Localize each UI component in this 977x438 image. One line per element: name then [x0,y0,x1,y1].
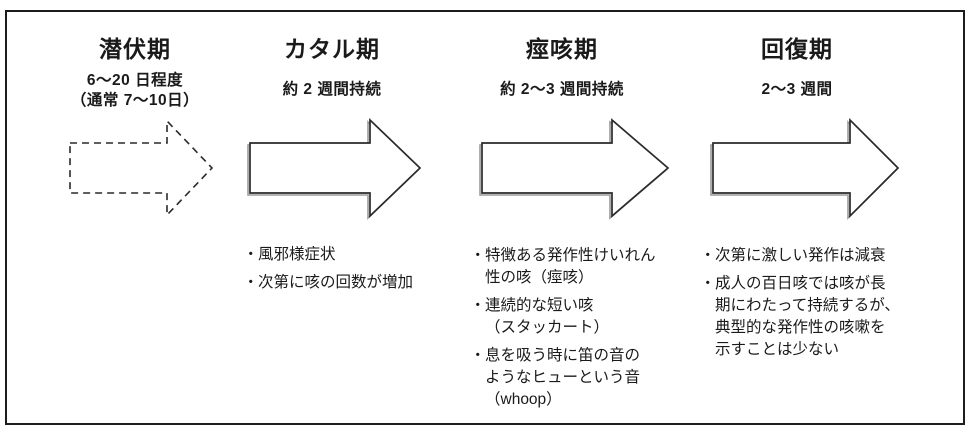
symptom-text: 連続的な短い咳 （スタッカート） [485,297,610,336]
stage-convalescent-header: 回復期 2～3 週間 [697,36,897,100]
list-item: ・ 次第に咳の回数が増加 [243,272,455,294]
bullet-icon: ・ [700,247,716,264]
stage-duration: 約 2 週間持続 [282,81,382,98]
symptom-text: 次第に咳の回数が増加 [258,274,414,291]
symptom-text: 成人の百日咳では咳が長 期にわたって持続するが、 典型的な発作性の咳嗽を 示すこ… [715,275,900,358]
symptom-text: 風邪様症状 [258,246,336,263]
stage-title: 痙咳期 [526,36,598,62]
bullet-icon: ・ [243,246,259,263]
diagram-frame [5,10,965,425]
convalescent-symptom-list: ・ 次第に激しい発作は減衰 ・ 成人の百日咳では咳が長 期にわたって持続するが、… [700,245,920,367]
symptom-text: 息を吸う時に笛の音の ようなヒューという音 （whoop） [485,347,641,408]
symptom-text: 特徴ある発作性けいれん 性の咳（痙咳） [485,247,656,286]
convalescent-arrow-icon [712,117,900,219]
stage-catarrhal-header: カタル期 約 2 週間持続 [232,36,432,100]
stage-title: 回復期 [761,36,833,62]
stage-paroxysmal-header: 痙咳期 約 2～3 週間持続 [462,36,662,100]
catarrhal-symptom-list: ・ 風邪様症状 ・ 次第に咳の回数が増加 [243,244,455,300]
bullet-icon: ・ [470,297,486,314]
stage-title: 潜伏期 [99,36,171,62]
list-item: ・ 次第に激しい発作は減衰 [700,245,920,267]
list-item: ・ 成人の百日咳では咳が長 期にわたって持続するが、 典型的な発作性の咳嗽を 示… [700,273,920,361]
stage-title: カタル期 [284,36,380,62]
catarrhal-arrow-icon [249,118,422,218]
paroxysmal-arrow-icon [481,118,670,218]
paroxysmal-symptom-list: ・ 特徴ある発作性けいれん 性の咳（痙咳） ・ 連続的な短い咳 （スタッカート）… [470,245,680,417]
incubation-dashed-arrow-icon [69,119,214,217]
bullet-icon: ・ [470,247,486,264]
stage-duration: 2～3 週間 [761,81,833,98]
stage-duration: 6～20 日程度 （通常 7～10日） [70,72,200,109]
bullet-icon: ・ [700,275,716,292]
symptom-text: 次第に激しい発作は減衰 [715,247,886,264]
bullet-icon: ・ [470,347,486,364]
stage-duration: 約 2～3 週間持続 [500,81,624,98]
list-item: ・ 特徴ある発作性けいれん 性の咳（痙咳） [470,245,680,289]
list-item: ・ 連続的な短い咳 （スタッカート） [470,295,680,339]
stage-incubation-header: 潜伏期 6～20 日程度 （通常 7～10日） [35,36,235,111]
list-item: ・ 風邪様症状 [243,244,455,266]
list-item: ・ 息を吸う時に笛の音の ようなヒューという音 （whoop） [470,345,680,411]
bullet-icon: ・ [243,274,259,291]
